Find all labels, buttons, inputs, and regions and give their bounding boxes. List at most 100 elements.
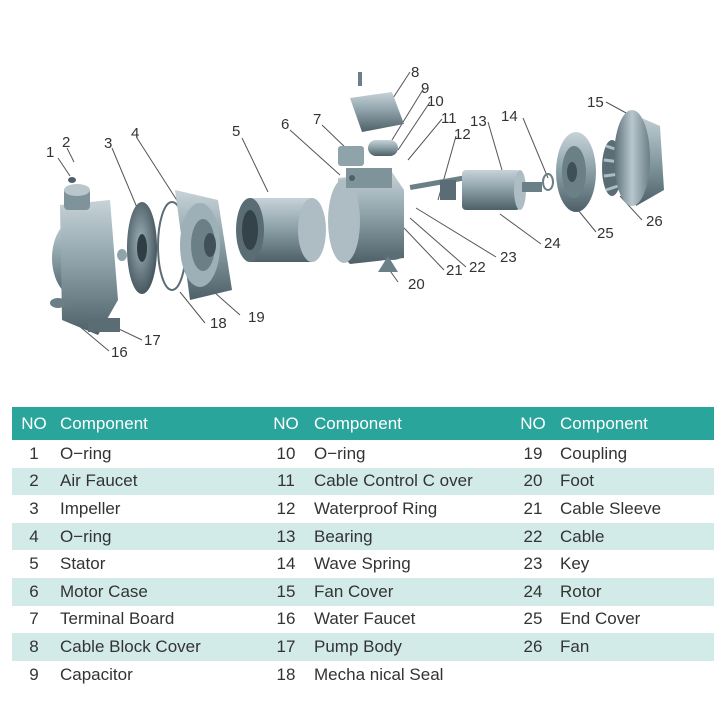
part-number-cell: 14 [276,554,296,574]
part-number-cell: 8 [12,633,56,661]
table-row: 5 Stator 14 Wave Spring 23 Key [12,550,714,578]
component-name-cell: O−ring [314,443,366,463]
cable-block-cover-part [350,72,404,132]
component-name-cell: End Cover [560,609,641,629]
pump-flange-part [175,190,232,300]
component-name-cell: Cable Block Cover [56,633,262,661]
callout-label: 18 [210,315,227,332]
callout-label: 13 [470,113,487,130]
part-number-cell: 11 [262,467,310,496]
callout-label: 17 [144,332,161,349]
part-number-cell: 21 [523,498,543,518]
foot-part [378,256,398,272]
component-name-cell: Fan Cover [310,577,510,606]
exploded-pump-diagram: 1 2 3 4 5 6 7 8 9 10 11 12 13 14 15 16 1… [46,64,664,361]
callout-label: 23 [500,249,517,266]
part-number-cell: 22 [510,522,556,551]
callout-label: 10 [427,93,444,110]
component-name-cell: Mecha nical Seal [314,664,444,684]
part-number-cell: 10 [276,443,296,463]
part-number-cell: 9 [29,664,39,684]
component-name-cell: Bearing [310,522,510,551]
callout-label: 15 [587,94,604,111]
component-name-cell: Waterproof Ring [314,498,438,518]
header-no: NO [12,407,56,440]
end-cover-part [556,132,596,212]
component-name-cell: Capacitor [60,664,133,684]
callout-label: 24 [544,235,561,252]
component-name-cell: Rotor [556,577,714,606]
part-number-cell: 24 [510,577,556,606]
part-number-cell: 15 [262,577,310,606]
component-name-cell: Coupling [560,443,628,463]
fan-cover-part [614,110,664,206]
wave-spring-part [542,173,554,191]
part-number-cell: 3 [29,498,39,518]
header-component: Component [56,407,262,440]
header-component: Component [556,407,714,440]
callout-label: 7 [313,111,321,128]
callout-label: 2 [62,134,70,151]
components-table: NO Component NO Component NO Component 1… [12,407,714,688]
part-number-cell: 23 [523,554,543,574]
part-number-cell: 7 [29,609,39,629]
part-number-cell [510,661,556,689]
callout-label: 25 [597,225,614,242]
stator-part [236,198,326,262]
component-name-cell: Cable [556,522,714,551]
component-name-cell: Cable Control C over [310,467,510,496]
component-name-cell: Water Faucet [314,609,416,629]
callout-label: 14 [501,108,518,125]
motor-case-part [328,168,404,264]
component-name-cell: Fan [556,633,714,661]
pump-body-part [50,177,120,335]
terminal-board-part [338,146,364,166]
component-name-cell: O−ring [60,443,112,463]
callout-label: 8 [411,64,419,81]
callout-label: 26 [646,213,663,230]
part-number-cell: 18 [276,664,296,684]
part-number-cell: 26 [510,633,556,661]
component-name-cell: Impeller [60,498,121,518]
callout-label: 4 [131,125,139,142]
callout-label: 6 [281,116,289,133]
table-row: 9 Capacitor 18 Mecha nical Seal [12,661,714,689]
callout-label: 12 [454,126,471,143]
callout-label: 11 [441,110,457,127]
component-name-cell [556,661,714,689]
part-number-cell: 17 [262,633,310,661]
component-name-cell: O−ring [56,522,262,551]
component-name-cell: Cable Sleeve [560,498,662,518]
component-name-cell: Key [560,554,590,574]
callout-label: 5 [232,123,240,140]
callout-label: 19 [248,309,265,326]
part-number-cell: 12 [276,498,296,518]
part-number-cell: 13 [262,522,310,551]
callout-label: 22 [469,259,486,276]
part-number-cell: 20 [510,467,556,496]
table-header-row: NO Component NO Component NO Component [12,407,714,440]
part-number-cell: 5 [29,554,39,574]
component-name-cell: Wave Spring [314,554,411,574]
part-number-cell: 16 [276,609,296,629]
callout-label: 9 [421,80,429,97]
header-component: Component [310,407,510,440]
callout-label: 20 [408,276,425,293]
component-name-cell: Pump Body [310,633,510,661]
impeller-part [117,202,157,294]
component-name-cell: Air Faucet [56,467,262,496]
header-no: NO [510,407,556,440]
header-no: NO [262,407,310,440]
table-row: 3 Impeller 12 Waterproof Ring 21 Cable Sleeve [12,495,714,523]
callout-label: 3 [104,135,112,152]
component-name-cell: Terminal Board [60,609,175,629]
component-name-cell: Stator [60,554,106,574]
part-number-cell: 2 [12,467,56,496]
callout-label: 16 [111,344,128,361]
callout-label: 1 [46,144,54,161]
